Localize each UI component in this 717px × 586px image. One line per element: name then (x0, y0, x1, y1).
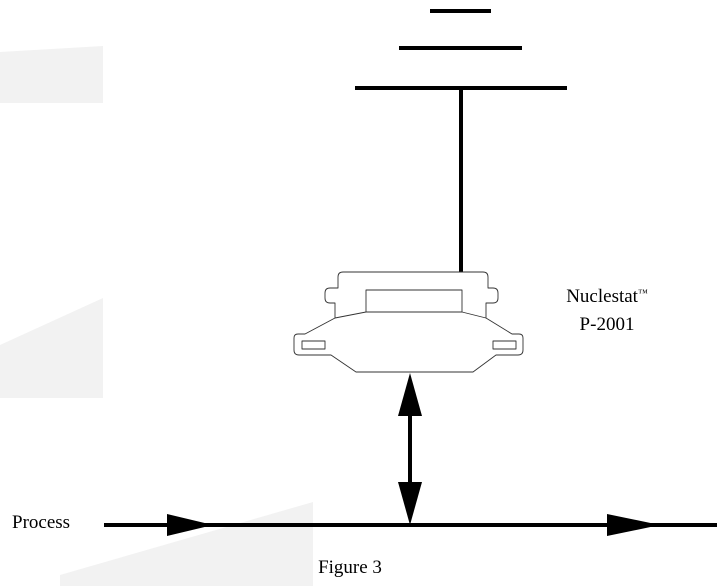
nuclear-sensor-housing-icon (293, 271, 524, 373)
figure-caption: Figure 3 (318, 557, 382, 578)
sensor-outline (293, 271, 524, 373)
sensor-left-taper (334, 311, 367, 319)
process-arrow-head-1 (167, 514, 213, 536)
watermark-shape-bottom (60, 502, 313, 586)
device-name-label: Nuclestat™ (548, 286, 666, 308)
watermark-shape-top (0, 46, 103, 103)
ground-symbol-icon (355, 9, 567, 272)
arrow-head-up (398, 373, 422, 416)
arrow-head-down (398, 482, 422, 525)
process-line (104, 514, 717, 536)
sensor-right-taper (461, 311, 487, 319)
sensor-left-slot (301, 340, 326, 350)
process-arrow-head-2 (607, 514, 660, 536)
bidirectional-arrow-icon (398, 373, 422, 525)
watermark-shapes (0, 46, 313, 586)
device-model-label: P-2001 (579, 314, 635, 335)
process-label: Process (12, 512, 71, 533)
trademark-symbol: ™ (637, 288, 648, 299)
sensor-right-slot (492, 340, 517, 350)
device-name-text: Nuclestat (566, 286, 638, 307)
watermark-shape-middle (0, 298, 103, 398)
